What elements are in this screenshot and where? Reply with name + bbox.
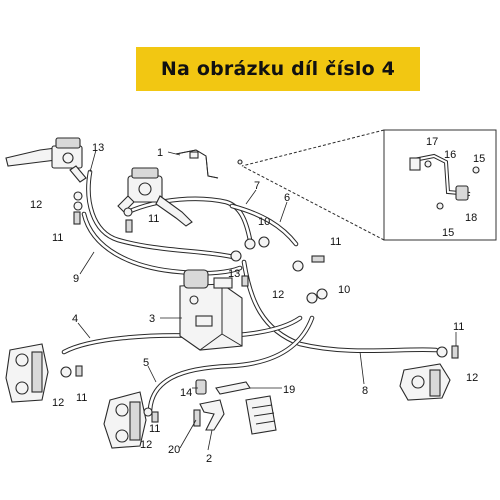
callout-12a: 12 [30,199,42,211]
middle-brake-caliper [103,391,153,449]
brake-hoses [61,169,439,413]
left-brake-caliper [5,343,72,403]
centre-master-cylinder [117,167,193,227]
callout-12c: 12 [52,397,64,409]
detail-inset [241,129,497,241]
callout-11d: 11 [76,392,87,404]
callout-8: 8 [362,385,368,397]
callout-7: 7 [254,180,260,192]
callout-11a: 11 [148,213,159,225]
callout-17: 17 [426,136,438,148]
left-master-cylinder [5,137,87,183]
part-number-banner: Na obrázku díl číslo 4 [136,47,420,91]
callout-19: 19 [283,384,295,396]
bolts-11 [73,211,459,423]
callout-6: 6 [284,192,290,204]
hose-fittings [73,191,328,304]
callout-20: 20 [168,444,180,456]
callout-2: 2 [206,453,212,465]
callout-12b: 12 [272,289,284,301]
callout-18: 18 [465,212,477,224]
callout-labels: 1 2 3 4 5 6 7 8 9 10 10 11 11 11 11 11 1… [30,136,485,465]
small-parts-lower [193,379,277,435]
control-unit-3 [179,269,243,351]
callout-14: 14 [180,387,192,399]
callout-15a: 15 [473,153,485,165]
banner-text: Na obrázku díl číslo 4 [160,58,396,80]
bracket-1 [175,149,243,179]
callout-10a: 10 [258,216,270,228]
callout-10b: 10 [338,284,350,296]
callout-11e: 11 [453,321,464,333]
callout-13b: 13 [228,268,240,280]
callout-9: 9 [73,273,79,285]
callout-16: 16 [444,149,456,161]
leader-lines [77,149,457,451]
callout-12d: 12 [466,372,478,384]
callout-5: 5 [143,357,149,369]
callout-1: 1 [157,147,163,159]
callout-15b: 15 [442,227,454,239]
callout-12e: 12 [140,439,152,451]
callout-3: 3 [149,313,155,325]
callout-11c: 11 [330,236,341,248]
callout-13a: 13 [92,142,104,154]
callout-11b: 11 [52,232,63,244]
callout-4: 4 [72,313,78,325]
callout-11f: 11 [149,423,160,435]
right-brake-caliper [399,346,451,401]
